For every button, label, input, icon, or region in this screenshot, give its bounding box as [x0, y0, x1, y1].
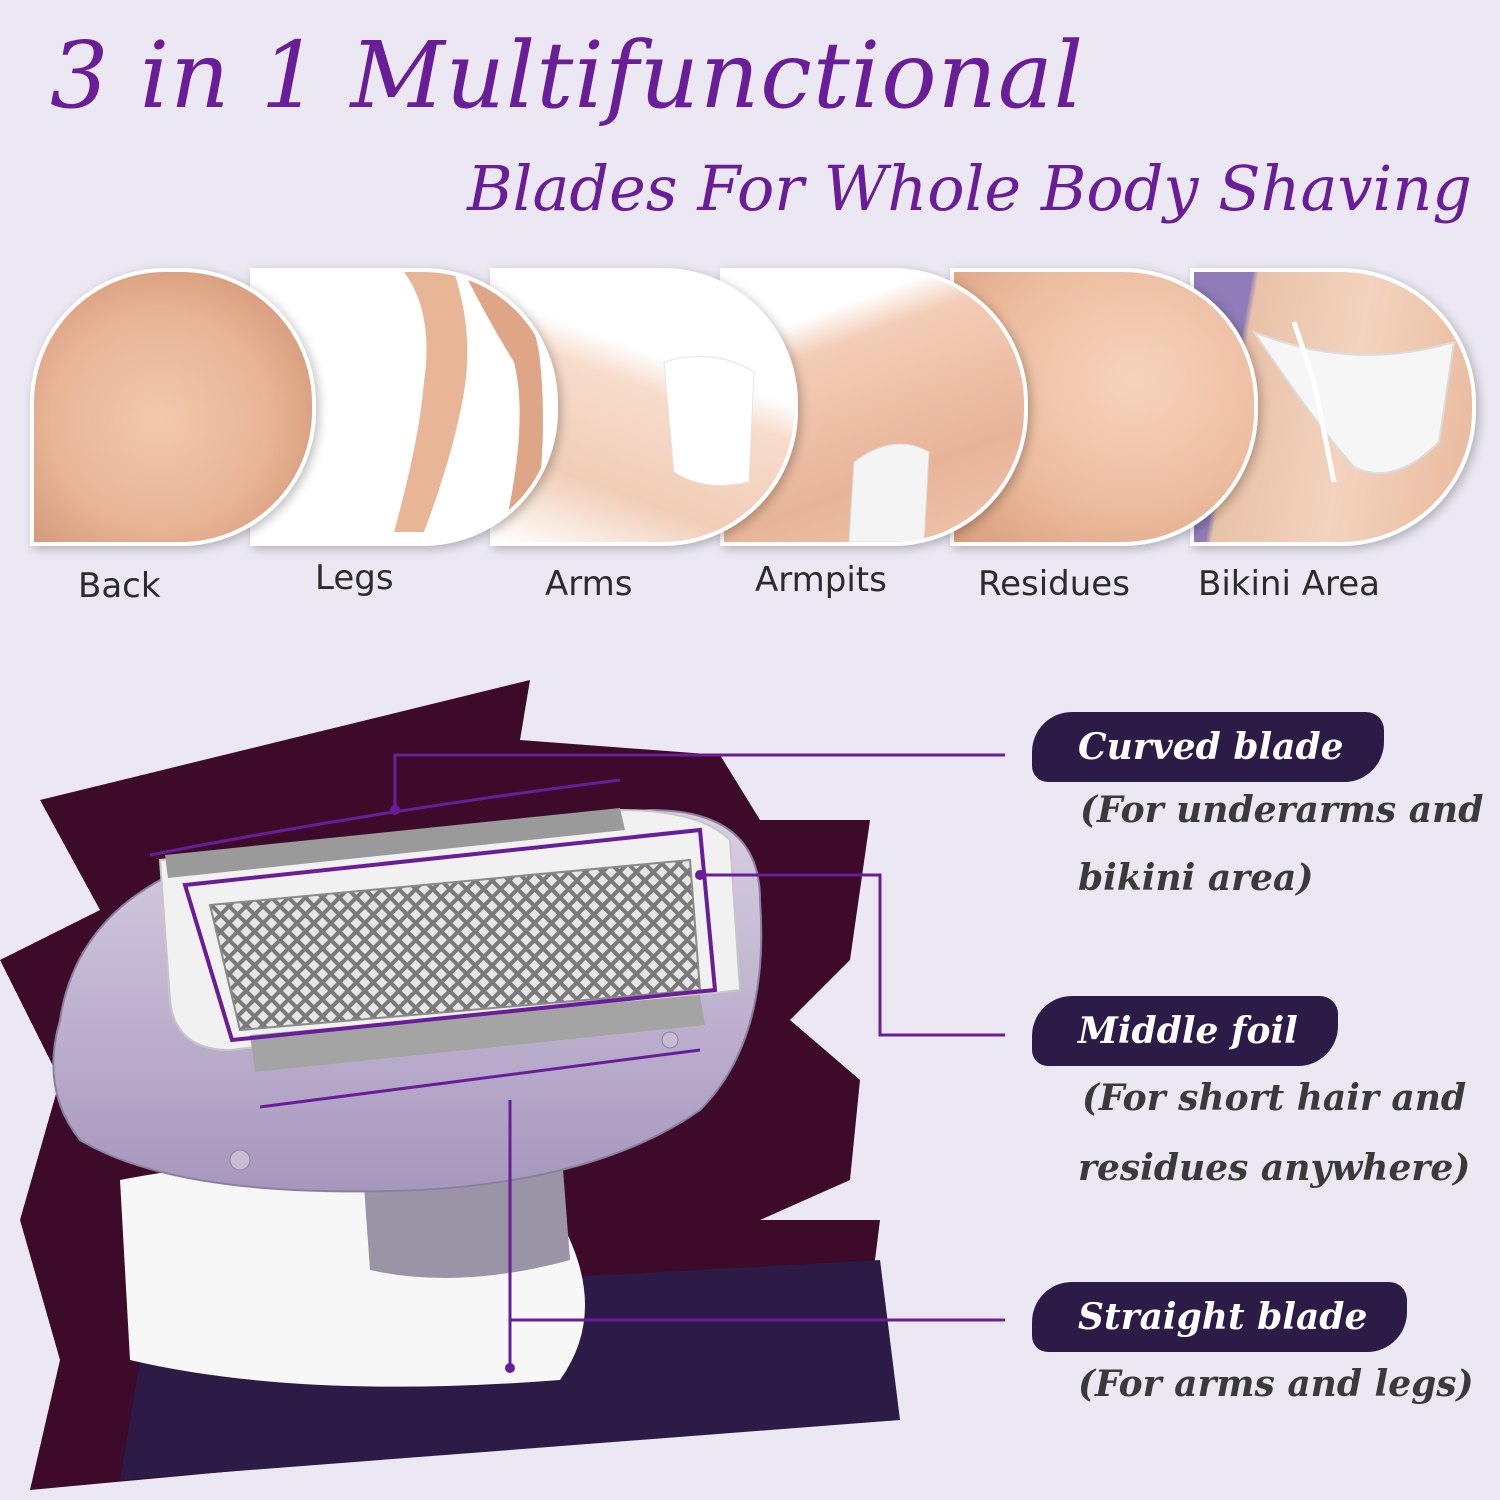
area-label-legs: Legs [315, 558, 394, 598]
arms-top [663, 355, 755, 486]
blade-diagram: Curved blade (For underarms and bikini a… [0, 660, 1500, 1500]
armpits-top [848, 443, 930, 542]
area-label-bikini: Bikini Area [1198, 564, 1380, 604]
callout-curved-blade-desc-1: (For underarms and [1080, 789, 1484, 831]
area-label-armpits: Armpits [755, 560, 887, 600]
heading-line-1: 3 in 1 Multifunctional [50, 22, 1085, 129]
area-label-arms: Arms [545, 564, 633, 604]
legs-shape [394, 272, 543, 532]
callout-middle-foil-desc-1: (For short hair and [1082, 1077, 1467, 1119]
panel-back [30, 268, 316, 546]
panel-arms [490, 268, 798, 546]
bikini-shape [1251, 321, 1456, 483]
area-label-back: Back [78, 566, 161, 606]
callout-straight-blade-title: Straight blade [1032, 1282, 1408, 1352]
callout-curved-blade-desc-2: bikini area) [1078, 857, 1314, 899]
callout-curved-blade-title: Curved blade [1032, 712, 1384, 782]
area-labels: Back Legs Arms Armpits Residues Bikini A… [0, 558, 1500, 618]
callout-middle-foil-desc-2: residues anywhere) [1078, 1147, 1471, 1189]
device-illustration [0, 680, 1005, 1490]
heading-line-2: Blades For Whole Body Shaving [467, 152, 1472, 225]
callout-straight-blade-desc-1: (For arms and legs) [1078, 1363, 1474, 1405]
body-area-strip [30, 268, 1476, 546]
callout-middle-foil-title: Middle foil [1032, 996, 1338, 1066]
area-label-residues: Residues [978, 564, 1130, 604]
